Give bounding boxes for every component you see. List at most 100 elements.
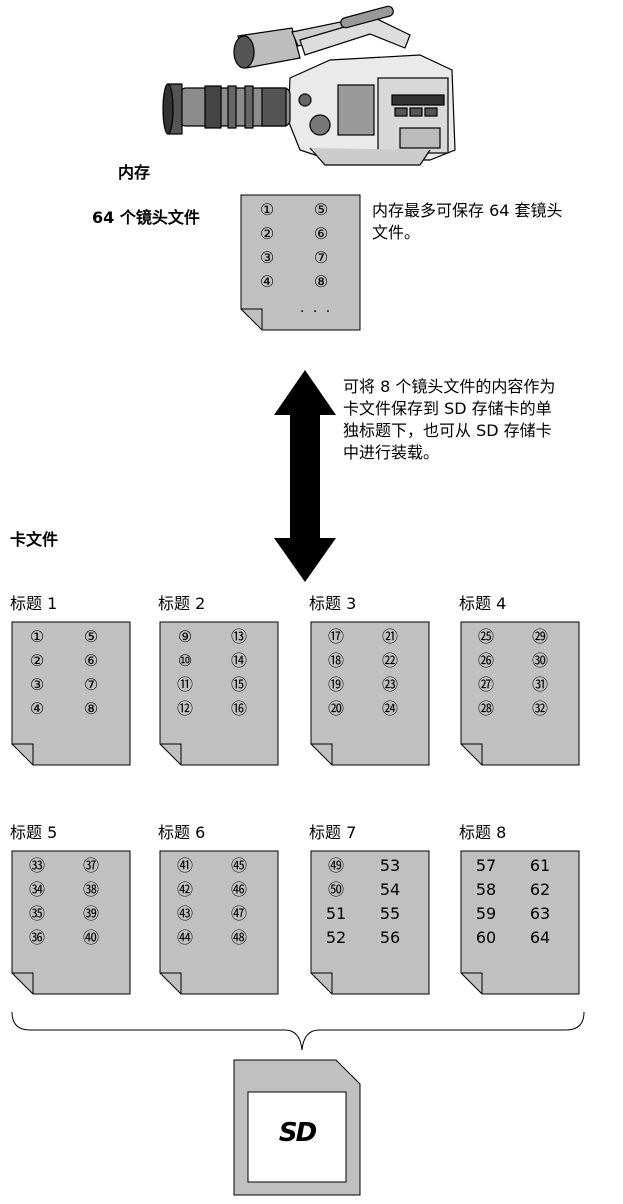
camcorder-illustration <box>162 5 456 166</box>
scene-number: ③ <box>259 248 275 267</box>
scene-number: 59 <box>475 904 497 923</box>
scene-number: ㉖ <box>477 651 494 670</box>
scene-number: ㊻ <box>230 880 247 899</box>
title-label: 标题 8 <box>459 823 507 842</box>
title-card-5 <box>11 850 131 995</box>
title-label: 标题 1 <box>10 594 58 613</box>
grouping-brace <box>11 1011 585 1051</box>
scene-number: ㊴ <box>82 904 99 923</box>
scene-number: ⑨ <box>177 627 193 646</box>
scene-number: 53 <box>379 856 401 875</box>
scene-number: ⑩ <box>177 651 193 670</box>
title-label: 标题 7 <box>309 823 357 842</box>
scene-number: 60 <box>475 928 497 947</box>
scene-number: ㊱ <box>28 928 45 947</box>
title-card-8 <box>460 850 580 995</box>
arrow-note: 可将 8 个镜头文件的内容作为 卡文件保存到 SD 存储卡的单 独标题下，也可从… <box>343 376 613 464</box>
memory-label: 内存 <box>118 163 151 182</box>
scene-number: ㊷ <box>176 880 193 899</box>
scene-number: ㊲ <box>82 856 99 875</box>
title-card-3 <box>310 621 430 766</box>
scene-number: ㉔ <box>381 699 398 718</box>
scene-number: ⑧ <box>83 699 99 718</box>
transfer-double-arrow <box>274 370 336 582</box>
scene-files-label: 64 个镜头文件 <box>92 208 200 227</box>
scene-number: ㉗ <box>477 675 494 694</box>
scene-number: ⑲ <box>327 675 344 694</box>
scene-number: ㊾ <box>327 856 344 875</box>
scene-number: ⑤ <box>313 200 329 219</box>
title-label: 标题 6 <box>158 823 206 842</box>
scene-number: ④ <box>29 699 45 718</box>
scene-number: ② <box>29 651 45 670</box>
scene-number: ⑥ <box>83 651 99 670</box>
memory-file-card <box>240 194 361 331</box>
scene-number: ㊹ <box>176 928 193 947</box>
scene-number: ⑪ <box>176 675 193 694</box>
scene-number: ⑦ <box>313 248 329 267</box>
scene-number: ㉘ <box>477 699 494 718</box>
scene-number: ⑯ <box>230 699 247 718</box>
scene-number: ④ <box>259 272 275 291</box>
more-dots: · · · <box>300 304 333 320</box>
arrow-note-line: 中进行装载。 <box>343 443 440 462</box>
scene-number: ㉞ <box>28 880 45 899</box>
scene-number: 62 <box>529 880 551 899</box>
scene-number: ㉑ <box>381 627 398 646</box>
memory-note-line: 内存最多可保存 64 套镜头 <box>372 201 563 220</box>
scene-number: ⑭ <box>230 651 247 670</box>
scene-number: ㉕ <box>477 627 494 646</box>
scene-number: ㊳ <box>82 880 99 899</box>
scene-number: ㊼ <box>230 904 247 923</box>
title-label: 标题 4 <box>459 594 507 613</box>
scene-number: ㊺ <box>230 856 247 875</box>
scene-number: ① <box>259 200 275 219</box>
scene-number: ⑰ <box>327 627 344 646</box>
scene-number: ① <box>29 627 45 646</box>
sd-logo: SD <box>278 1118 317 1148</box>
scene-number: ⑤ <box>83 627 99 646</box>
title-label: 标题 5 <box>10 823 58 842</box>
arrow-note-line: 卡文件保存到 SD 存储卡的单 <box>343 399 552 418</box>
scene-number: 51 <box>325 904 347 923</box>
scene-number: 54 <box>379 880 401 899</box>
sd-card-icon <box>233 1059 361 1196</box>
scene-number: 63 <box>529 904 551 923</box>
title-card-7 <box>310 850 430 995</box>
title-card-2 <box>159 621 279 766</box>
scene-number: ㉝ <box>28 856 45 875</box>
scene-number: 58 <box>475 880 497 899</box>
scene-number: ② <box>259 224 275 243</box>
scene-number: 56 <box>379 928 401 947</box>
scene-number: ⑧ <box>313 272 329 291</box>
scene-number: ③ <box>29 675 45 694</box>
scene-number: ㉜ <box>531 699 548 718</box>
scene-number: 55 <box>379 904 401 923</box>
scene-number: 57 <box>475 856 497 875</box>
arrow-note-line: 独标题下，也可从 SD 存储卡 <box>343 421 552 440</box>
scene-number: ㉒ <box>381 651 398 670</box>
scene-number: ⑦ <box>83 675 99 694</box>
scene-number: ㊿ <box>327 880 344 899</box>
scene-number: ㊽ <box>230 928 247 947</box>
scene-number: ㉟ <box>28 904 45 923</box>
scene-number: ⑱ <box>327 651 344 670</box>
card-file-label: 卡文件 <box>10 530 59 549</box>
title-label: 标题 3 <box>309 594 357 613</box>
scene-number: ㉛ <box>531 675 548 694</box>
memory-note-line: 文件。 <box>372 223 421 242</box>
scene-number: ㊸ <box>176 904 193 923</box>
memory-note: 内存最多可保存 64 套镜头 文件。 <box>372 200 612 244</box>
scene-number: 52 <box>325 928 347 947</box>
title-card-4 <box>460 621 580 766</box>
scene-number: ⑫ <box>176 699 193 718</box>
scene-number: 61 <box>529 856 551 875</box>
scene-number: ⑮ <box>230 675 247 694</box>
scene-number: ⑥ <box>313 224 329 243</box>
title-label: 标题 2 <box>158 594 206 613</box>
scene-number: 64 <box>529 928 551 947</box>
title-card-1 <box>11 621 131 766</box>
scene-number: ㉙ <box>531 627 548 646</box>
